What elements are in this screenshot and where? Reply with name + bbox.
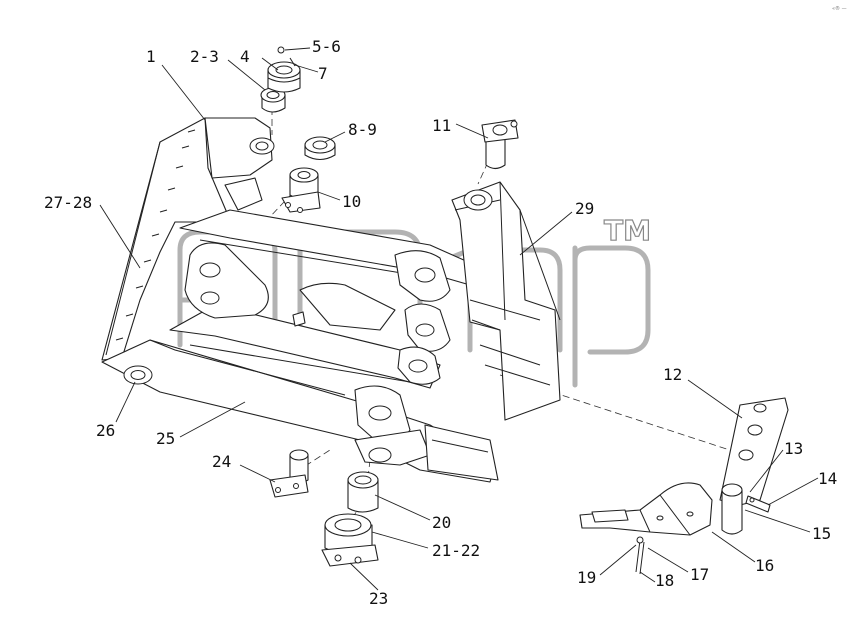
pin-15-16 [721, 483, 771, 535]
callout-19: 19 [577, 568, 596, 587]
callout-17: 17 [690, 565, 709, 584]
callout-23: 23 [369, 589, 388, 608]
callout-4: 4 [240, 47, 250, 66]
bushing-8-9 [304, 136, 336, 161]
bearing-10 [281, 167, 321, 213]
bushing-4 [267, 61, 301, 93]
callout-15: 15 [812, 524, 831, 543]
callout-25: 25 [156, 429, 175, 448]
link-plate-12 [719, 397, 789, 506]
bushing-20 [347, 471, 379, 513]
callout-14: 14 [818, 469, 837, 488]
leader-lines [99, 47, 819, 591]
callout-12: 12 [663, 365, 682, 384]
callout-2-3: 2-3 [190, 47, 219, 66]
callout-13: 13 [784, 439, 803, 458]
callout-10: 10 [342, 192, 361, 211]
callout-1: 1 [146, 47, 156, 66]
main-frame [101, 117, 561, 483]
watermark-tm: TM [604, 214, 651, 247]
callout-16: 16 [755, 556, 774, 575]
callout-labels: 1 2-3 4 5-6 7 8-9 10 11 12 13 14 15 16 1… [44, 37, 837, 608]
callout-5-6: 5-6 [312, 37, 341, 56]
callout-18: 18 [655, 571, 674, 590]
pin-11 [481, 119, 519, 170]
pin-24 [269, 449, 309, 498]
callout-26: 26 [96, 421, 115, 440]
corner-mark: «® — [832, 5, 847, 12]
callout-24: 24 [212, 452, 231, 471]
bearing-21-22 [321, 513, 379, 567]
callout-27-28: 27-28 [44, 193, 92, 212]
bolt-5-6-7 [277, 46, 296, 67]
callout-20: 20 [432, 513, 451, 532]
callout-29: 29 [575, 199, 594, 218]
callout-7: 7 [318, 64, 328, 83]
callout-21-22: 21-22 [432, 541, 480, 560]
callout-11: 11 [432, 116, 451, 135]
callout-8-9: 8-9 [348, 120, 377, 139]
tooth-adapter-17-19 [579, 482, 713, 575]
